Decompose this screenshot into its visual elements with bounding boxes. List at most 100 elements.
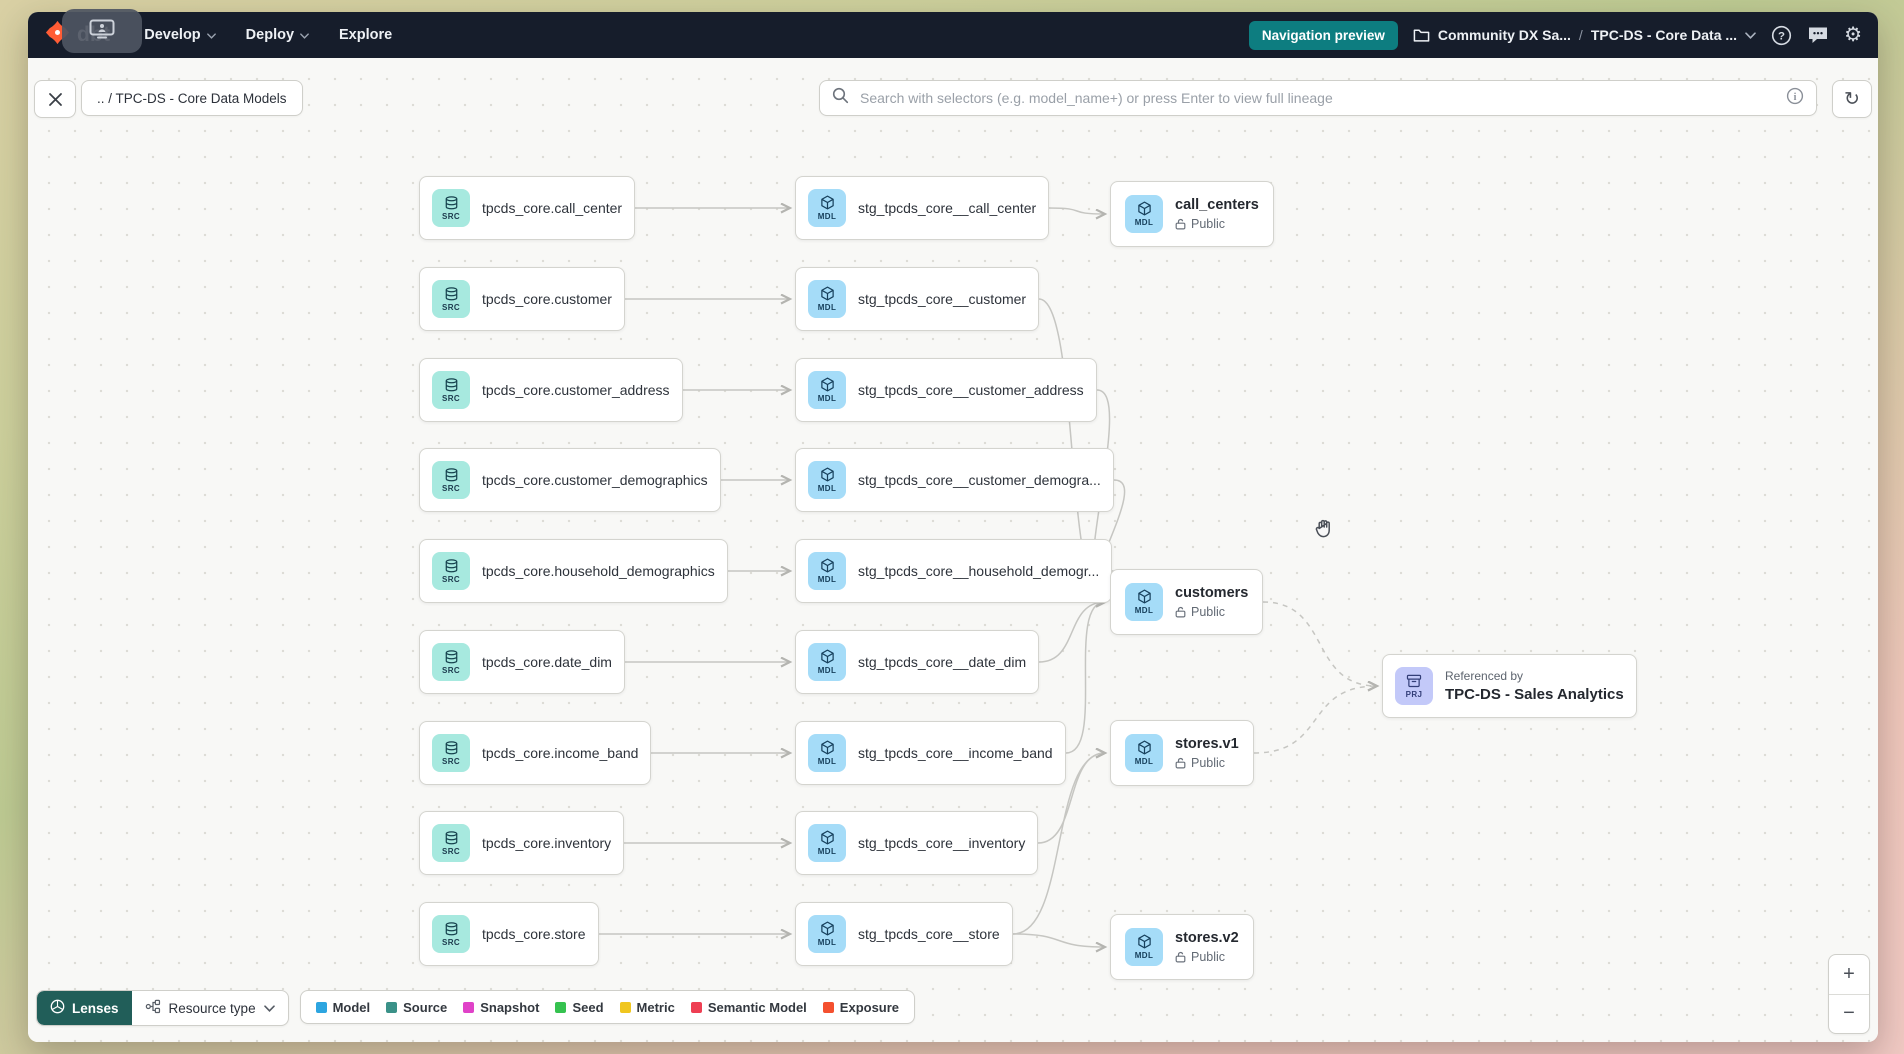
refresh-lineage-button[interactable]: ↻: [1832, 80, 1872, 118]
database-icon: [445, 830, 457, 844]
breadcrumb-page[interactable]: TPC-DS - Core Data ...: [1590, 27, 1738, 43]
graph-node-tpcds_core.customer[interactable]: SRC tpcds_core.customer: [419, 267, 625, 331]
node-title: tpcds_core.date_dim: [482, 654, 612, 670]
src-badge: SRC: [432, 915, 470, 953]
cube-icon: [820, 558, 834, 573]
lineage-canvas[interactable]: .. / TPC-DS - Core Data Models i ↻: [28, 58, 1878, 1042]
nav-menu-develop[interactable]: Develop: [144, 27, 216, 43]
zoom-out-button[interactable]: −: [1843, 1002, 1855, 1025]
nav-menu-label: Deploy: [245, 27, 295, 43]
nav-menus: Develop Deploy Explore: [144, 27, 392, 43]
node-title: stg_tpcds_core__household_demogr...: [858, 563, 1100, 579]
mdl-badge: MDL: [808, 734, 846, 772]
navbar-right: Navigation preview Community DX Sa... / …: [1248, 20, 1862, 50]
badge-label: MDL: [817, 212, 837, 221]
cube-icon: [820, 740, 834, 755]
src-badge: SRC: [432, 189, 470, 227]
badge-label: SRC: [441, 846, 461, 856]
database-icon: [445, 740, 457, 754]
badge-label: SRC: [441, 756, 461, 766]
cube-icon: [1137, 589, 1151, 604]
legend-swatch: [386, 1001, 398, 1013]
mdl-badge: MDL: [1125, 583, 1163, 621]
node-title: tpcds_core.customer: [482, 291, 612, 307]
src-badge: SRC: [432, 280, 470, 318]
search-icon: [832, 87, 849, 109]
project-box-icon: [1406, 674, 1422, 687]
public-lock-icon: [1175, 757, 1186, 769]
navigation-preview-badge[interactable]: Navigation preview: [1248, 20, 1398, 50]
legend-swatch: [315, 1001, 327, 1013]
badge-label: MDL: [817, 575, 837, 584]
badge-label: MDL: [817, 938, 837, 947]
graph-node-stg_tpcds_core__household_demogr...[interactable]: MDL stg_tpcds_core__household_demogr...: [795, 539, 1113, 603]
breadcrumb-separator: /: [1578, 27, 1583, 43]
breadcrumb-project[interactable]: Community DX Sa...: [1437, 27, 1571, 43]
lineage-breadcrumb-chip[interactable]: .. / TPC-DS - Core Data Models: [81, 80, 303, 116]
badge-label: MDL: [1134, 951, 1154, 960]
mdl-badge: MDL: [808, 552, 846, 590]
chevron-down-icon: [206, 33, 216, 39]
resource-type-dropdown[interactable]: Resource type: [132, 991, 288, 1025]
src-badge: SRC: [432, 552, 470, 590]
access-label: Public: [1191, 605, 1226, 619]
grab-cursor: [1312, 517, 1336, 546]
badge-label: SRC: [441, 937, 461, 947]
legend-label: Source: [403, 999, 448, 1015]
node-title: stores.v2: [1175, 930, 1239, 946]
refresh-icon: ↻: [1844, 88, 1860, 110]
nav-menu-deploy[interactable]: Deploy: [246, 27, 309, 43]
lenses-button[interactable]: Lenses: [37, 991, 132, 1025]
folder-icon: [1413, 28, 1430, 43]
src-badge: SRC: [432, 734, 470, 772]
node-title: stores.v1: [1175, 736, 1239, 752]
mdl-badge: MDL: [808, 643, 846, 681]
lenses-icon: [50, 999, 65, 1017]
node-access: Public: [1175, 950, 1239, 964]
legend-item-snapshot: Snapshot: [463, 1000, 539, 1015]
node-sublabel: Referenced by: [1445, 669, 1524, 683]
access-label: Public: [1191, 217, 1226, 231]
help-icon[interactable]: ?: [1771, 25, 1792, 46]
mdl-badge: MDL: [1125, 928, 1163, 966]
close-lineage-button[interactable]: [34, 80, 76, 118]
search-input[interactable]: [858, 89, 1777, 107]
legend-item-exposure: Exposure: [822, 1000, 899, 1015]
badge-label: MDL: [817, 847, 837, 856]
nav-menu-explore[interactable]: Explore: [339, 27, 392, 43]
settings-gear-icon[interactable]: ⚙: [1844, 24, 1862, 46]
chevron-down-icon: [300, 33, 309, 39]
info-icon[interactable]: i: [1786, 87, 1804, 110]
breadcrumb[interactable]: Community DX Sa... / TPC-DS - Core Data …: [1413, 27, 1756, 43]
edge-stg1-to-m1: [1048, 207, 1105, 214]
zoom-in-button[interactable]: +: [1829, 955, 1869, 995]
feedback-icon[interactable]: [1807, 25, 1829, 45]
cube-icon: [820, 830, 834, 845]
edge-stg9-to-m4: [1012, 933, 1105, 947]
